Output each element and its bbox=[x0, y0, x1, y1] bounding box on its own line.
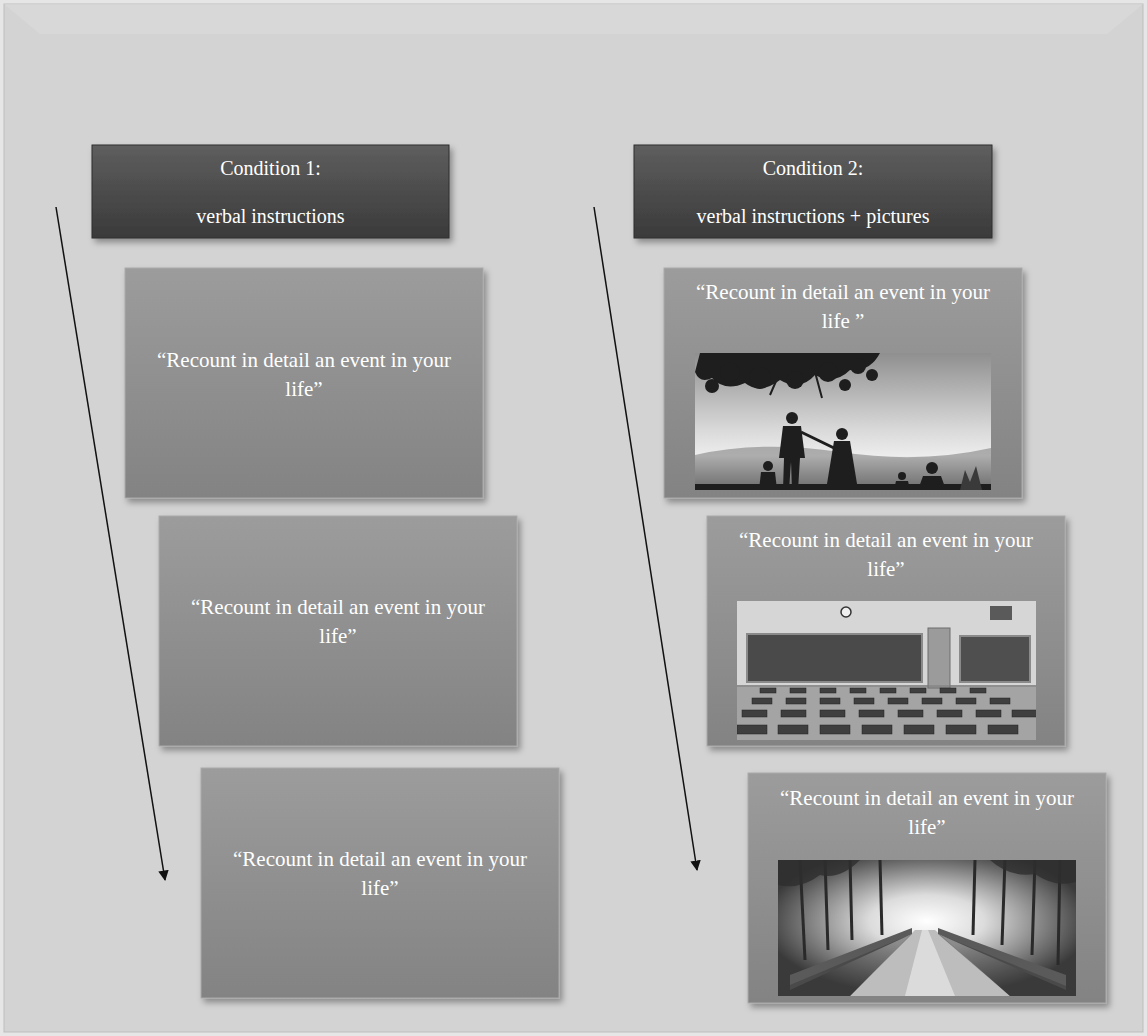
condition-title: Condition 1: bbox=[100, 156, 441, 180]
prompt-text: “Recount in detail an event in your life… bbox=[693, 278, 993, 336]
prompt-card-with-picture: “Recount in detail an event in your life… bbox=[664, 268, 1022, 498]
prompt-card: “Recount in detail an event in your life… bbox=[201, 768, 559, 998]
prompt-card-with-picture: “Recount in detail an event in your life… bbox=[748, 773, 1106, 1003]
sequence-arrow bbox=[56, 207, 165, 880]
condition-description: verbal instructions + pictures bbox=[642, 204, 984, 228]
prompt-text: “Recount in detail an event in your life… bbox=[188, 593, 488, 651]
prompt-text: “Recount in detail an event in your life… bbox=[154, 346, 454, 404]
condition-title: Condition 2: bbox=[642, 156, 984, 180]
prompt-card: “Recount in detail an event in your life… bbox=[125, 268, 483, 498]
sequence-arrow bbox=[594, 207, 697, 870]
forest-bridge-photo bbox=[778, 860, 1076, 996]
condition-description: verbal instructions bbox=[100, 204, 441, 228]
condition-header: Condition 2: verbal instructions + pictur… bbox=[634, 145, 992, 238]
prompt-text: “Recount in detail an event in your life… bbox=[736, 526, 1036, 584]
family-photo bbox=[695, 353, 991, 490]
prompt-text: “Recount in detail an event in your life… bbox=[777, 784, 1077, 842]
classroom-photo bbox=[737, 601, 1036, 740]
prompt-card: “Recount in detail an event in your life… bbox=[159, 516, 517, 746]
condition-header: Condition 1: verbal instructions bbox=[92, 145, 449, 238]
prompt-card-with-picture: “Recount in detail an event in your life… bbox=[707, 516, 1065, 746]
prompt-text: “Recount in detail an event in your life… bbox=[230, 845, 530, 903]
